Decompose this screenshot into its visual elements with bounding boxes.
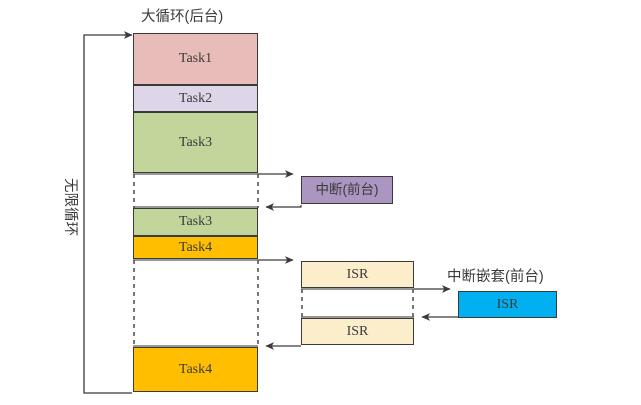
nested-isr-block[interactable]: ISR	[458, 291, 557, 318]
isr-block-label: ISR	[346, 266, 369, 282]
infinite-loop-label: 无限循环	[62, 178, 78, 236]
task-block-label: Task2	[178, 90, 213, 106]
task-block[interactable]: Task3	[133, 208, 258, 236]
interrupt-block[interactable]: 中断(前台)	[301, 176, 393, 204]
arrow-return-from-interrupt	[265, 203, 302, 211]
infinite-loop-bracket	[83, 31, 133, 394]
task-block[interactable]: Task3	[133, 112, 258, 173]
task-block-label: Task3	[178, 134, 213, 150]
isr-block[interactable]: ISR	[301, 261, 414, 288]
isr-block[interactable]: ISR	[301, 318, 414, 345]
task-block[interactable]: Task4	[133, 236, 258, 259]
task-block-label: Task1	[178, 51, 213, 66]
task-block-label: Task3	[178, 214, 213, 229]
task-block[interactable]: Task2	[133, 85, 258, 112]
interrupt-block-label: 中断(前台)	[315, 182, 379, 198]
task-block[interactable]: Task1	[133, 33, 258, 85]
task-block[interactable]: Task4	[133, 347, 258, 392]
nested-interrupt-label: 中断嵌套(前台)	[447, 269, 544, 285]
task-block-label: Task4	[178, 239, 213, 255]
isr-block-label: ISR	[346, 323, 369, 339]
page-title: 大循环(后台)	[141, 9, 224, 25]
nested-isr-block-label: ISR	[496, 296, 519, 312]
task-block-label: Task4	[178, 361, 213, 377]
